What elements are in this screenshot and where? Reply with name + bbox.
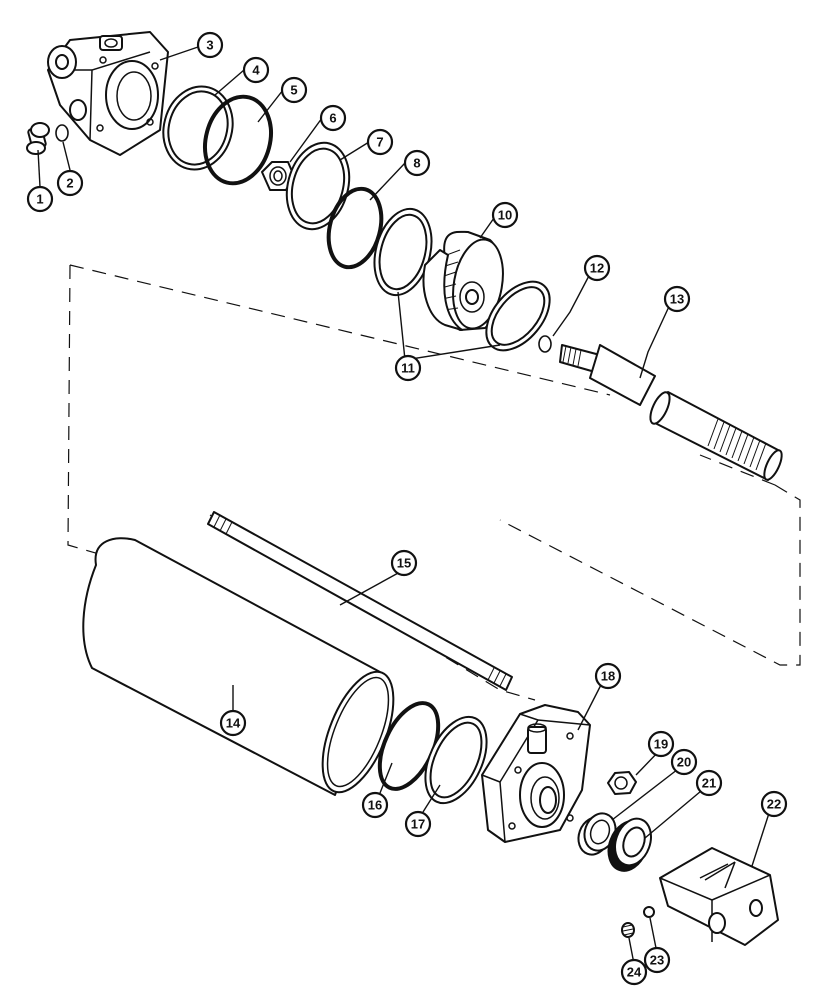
part-15-tie-rod [207, 511, 513, 691]
part-11-backup-ring-upper [373, 207, 433, 297]
callout-21: 21 [695, 769, 723, 797]
part-3-cylinder-base-end [47, 31, 169, 156]
callout-1-label: 1 [36, 192, 43, 207]
callout-10-label: 10 [498, 208, 512, 223]
part-12-o-ring [538, 335, 552, 353]
leader-lines [37, 46, 772, 970]
part-10-piston [422, 230, 504, 331]
callout-24-label: 24 [627, 965, 642, 980]
part-21-wiper-seal [607, 817, 652, 872]
callout-16-label: 16 [368, 798, 382, 813]
callout-3: 3 [196, 31, 224, 59]
callout-8: 8 [403, 149, 431, 177]
callout-20-label: 20 [677, 755, 691, 770]
part-11-backup-ring-lower [485, 280, 551, 352]
part-5-o-ring [203, 94, 273, 186]
part-1-plug [26, 122, 50, 155]
callout-7: 7 [366, 128, 394, 156]
callout-6-label: 6 [329, 111, 336, 126]
callout-4-label: 4 [252, 63, 260, 78]
callout-12: 12 [583, 254, 611, 282]
callout-17: 17 [404, 810, 432, 838]
part-24-set-screw [621, 922, 635, 938]
callout-11-label: 11 [401, 361, 415, 376]
callout-10: 10 [491, 201, 519, 229]
part-2-o-ring [55, 124, 69, 142]
callout-15-label: 15 [397, 556, 411, 571]
callout-13-label: 13 [670, 292, 684, 307]
callout-4: 4 [242, 56, 270, 84]
callout-8-label: 8 [413, 156, 420, 171]
callout-24: 24 [620, 958, 648, 986]
part-23-ball [643, 906, 655, 918]
callout-20: 20 [670, 748, 698, 776]
callout-3-label: 3 [206, 38, 213, 53]
callout-19: 19 [647, 730, 675, 758]
callout-22-label: 22 [767, 797, 781, 812]
part-17-backup-ring [424, 715, 488, 805]
callout-15: 15 [390, 549, 418, 577]
callout-12-label: 12 [590, 261, 604, 276]
part-20-bushing [577, 812, 617, 856]
callout-19-label: 19 [654, 737, 668, 752]
callout-22: 22 [760, 790, 788, 818]
part-4-backup-ring [162, 85, 234, 171]
part-22-clevis [659, 847, 779, 946]
callout-6: 6 [319, 104, 347, 132]
callout-5: 5 [280, 76, 308, 104]
part-14-cylinder-tube [82, 537, 395, 796]
callout-2-label: 2 [66, 176, 73, 191]
callout-14-label: 14 [226, 716, 241, 731]
part-8-o-ring [326, 186, 384, 270]
assembly-dashed-path [67, 264, 801, 701]
callout-7-label: 7 [376, 135, 383, 150]
callout-23: 23 [643, 946, 671, 974]
part-13-piston-rod [559, 344, 783, 481]
part-19-nut [607, 771, 637, 795]
callout-16: 16 [361, 791, 389, 819]
callout-18: 18 [594, 662, 622, 690]
callout-21-label: 21 [702, 776, 716, 791]
callout-1: 1 [26, 185, 54, 213]
callout-5-label: 5 [290, 83, 297, 98]
callout-2: 2 [56, 169, 84, 197]
callout-17-label: 17 [411, 817, 425, 832]
callout-14: 14 [219, 709, 247, 737]
part-7-backup-ring [285, 141, 351, 231]
callout-13: 13 [663, 285, 691, 313]
part-18-rod-end-cap [481, 704, 591, 843]
callout-23-label: 23 [650, 953, 664, 968]
callout-18-label: 18 [601, 669, 615, 684]
callout-11: 11 [394, 354, 422, 382]
